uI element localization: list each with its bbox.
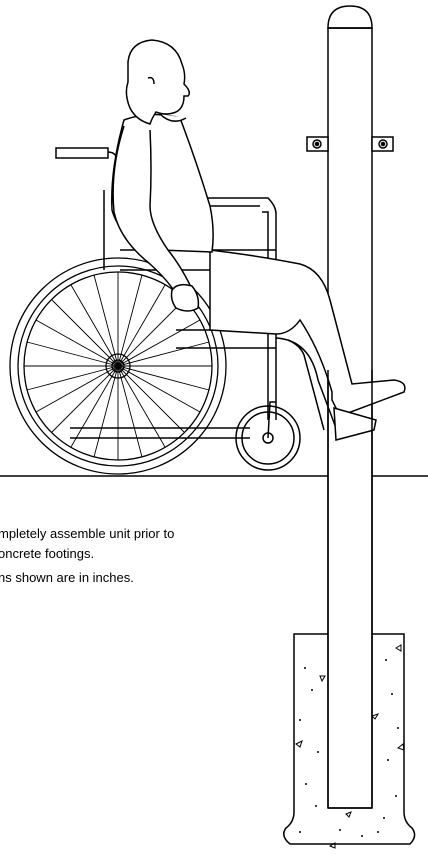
note-line-3: ns shown are in inches.: [0, 570, 134, 585]
aggregate-dots: [299, 659, 399, 837]
concrete-footing: [283, 633, 416, 849]
seated-wheelchair-user: [111, 39, 406, 441]
note-line-1: mpletely assemble unit prior to: [0, 526, 174, 541]
post-front: [327, 370, 373, 809]
aggregate-triangles: [295, 644, 405, 849]
rear-wheel: [9, 257, 227, 475]
mounting-bracket-left: [306, 136, 329, 152]
mounting-bracket-right: [371, 136, 394, 152]
wheelchair: [55, 147, 337, 439]
front-caster: [235, 401, 301, 471]
wheel-spokes: [24, 272, 212, 460]
notes: mpletely assemble unit prior to oncrete …: [0, 526, 174, 585]
note-line-2: oncrete footings.: [0, 546, 94, 561]
